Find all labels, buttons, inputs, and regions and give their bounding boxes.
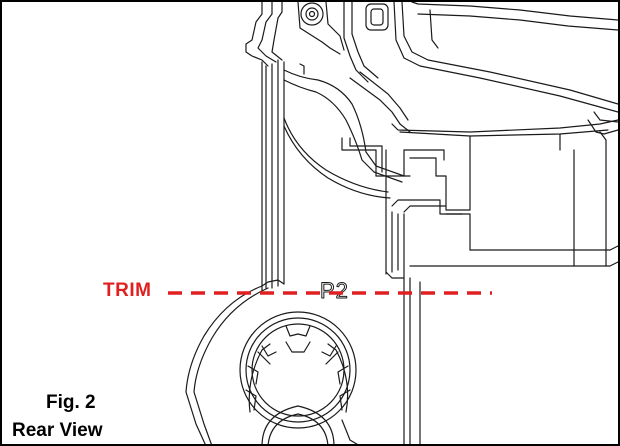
left-channel-rib (261, 59, 405, 291)
figure-number: Fig. 2 (46, 392, 96, 413)
trim-label: TRIM (103, 280, 152, 301)
figure-view-name: Rear View (12, 420, 103, 441)
part-marking-p2: P2 (320, 278, 349, 303)
center-bracket (341, 131, 619, 275)
lower-mount-tab (185, 267, 421, 446)
upper-housing (245, 1, 619, 151)
